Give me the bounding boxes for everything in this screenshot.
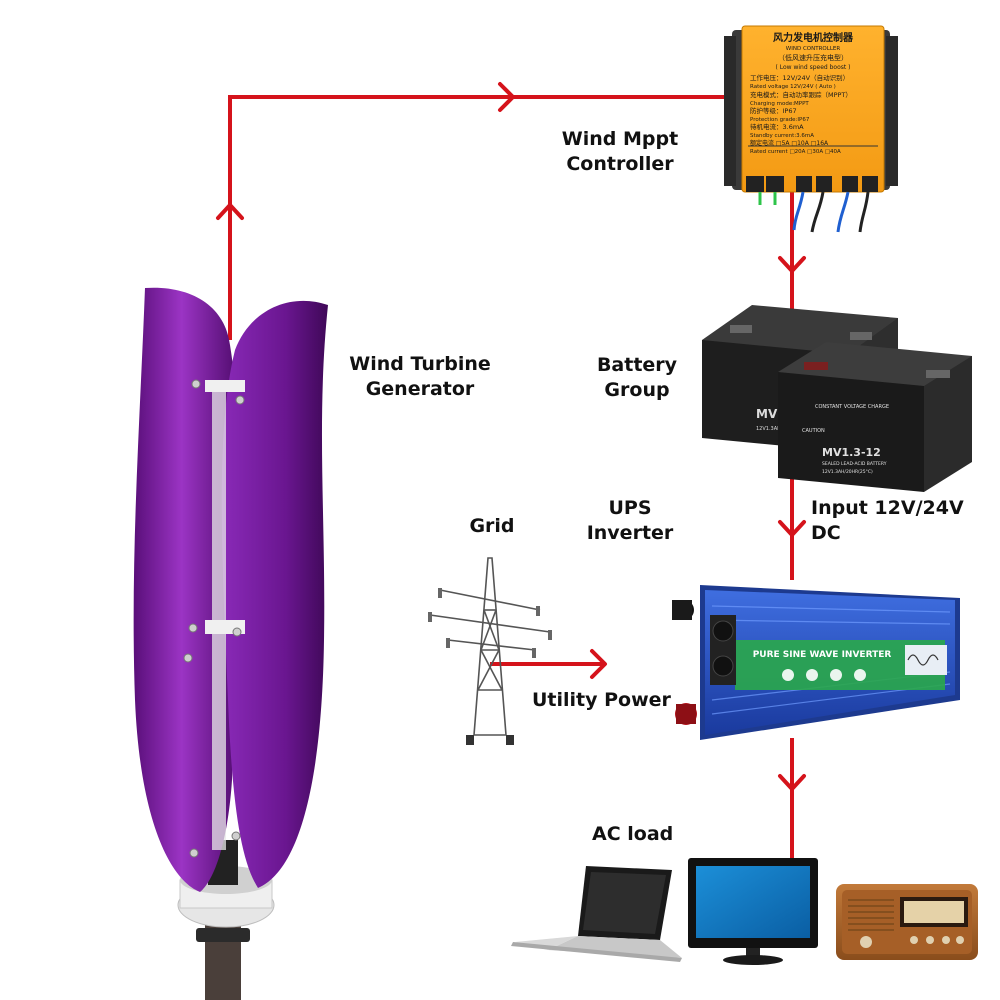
turbine-to-controller-line <box>228 95 745 340</box>
arrow-right-icon <box>590 649 607 679</box>
input-voltage-label: Input 12V/24V DC <box>811 497 964 544</box>
battery-front-text: CONSTANT VOLTAGE CHARGE CAUTION MV1.3-12… <box>802 404 889 475</box>
radio-icon <box>836 884 978 960</box>
controller-spec-1: Rated voltage 12V/24V ( Auto ) <box>750 84 836 90</box>
battery-front-model: MV1.3-12 <box>822 446 881 459</box>
controller-spec-0: 工作电压：12V/24V（自动识别） <box>750 73 849 82</box>
battery-front-rating: 12V1.3AH/20HR(25°C) <box>822 469 873 475</box>
grid-tower-icon <box>429 557 551 736</box>
arrowheads <box>216 82 806 791</box>
controller-panel-text: 风力发电机控制器 WIND CONTROLLER （低风速升压充电型） ( Lo… <box>750 31 854 155</box>
ups-inverter-label: UPS Inverter <box>586 497 674 544</box>
controller-subtitle-en: ( Low wind speed boost ) <box>776 64 851 71</box>
ac-load-label: AC load <box>592 823 674 845</box>
controller-spec-6: 待机电流：3.6mA <box>750 122 804 131</box>
grid-insulators <box>428 588 552 745</box>
arrow-down-icon <box>778 520 806 537</box>
controller-spec-7: Standby current:3.6mA <box>750 133 814 139</box>
inverter-label: PURE SINE WAVE INVERTER <box>753 650 892 660</box>
controller-label: Wind Mppt Controller <box>561 128 679 175</box>
controller-spec-4: 防护等级：IP67 <box>750 106 797 115</box>
connection-lines <box>228 95 794 858</box>
battery-front-caution: CAUTION <box>802 428 825 434</box>
battery-front-icon <box>778 342 972 492</box>
wind-turbine-icon <box>133 287 328 1000</box>
controller-title-en: WIND CONTROLLER <box>786 46 841 52</box>
controller-spec-5: Protection grade:IP67 <box>750 117 810 123</box>
controller-subtitle-cn: （低风速升压充电型） <box>778 53 848 62</box>
arrow-down-icon <box>778 256 806 273</box>
battery-front-sealed: SEALED LEAD-ACID BATTERY <box>822 461 887 467</box>
inverter-icon <box>672 585 960 740</box>
monitor-icon <box>688 858 818 965</box>
controller-title-cn: 风力发电机控制器 <box>773 31 854 44</box>
arrow-down-icon <box>778 774 806 791</box>
battery-front-brand: CONSTANT VOLTAGE CHARGE <box>815 404 889 410</box>
arrow-right-icon <box>498 82 515 112</box>
controller-spec-2: 充电模式：自动功率跟踪（MPPT） <box>750 90 852 99</box>
controller-spec-9: Rated current □20A □30A □40A <box>750 149 841 155</box>
battery-back-rating: 12V1.3AH <box>756 426 781 432</box>
controller-spec-8: 额定电流 □5A □10A □16A <box>750 139 829 147</box>
controller-spec-3: Charging mode:MPPT <box>750 101 809 107</box>
grid-label: Grid <box>469 515 515 537</box>
laptop-icon <box>511 866 682 962</box>
turbine-label: Wind Turbine Generator <box>349 353 491 400</box>
battery-label: Battery Group <box>596 354 678 401</box>
controller-icon <box>724 25 898 233</box>
utility-power-label: Utility Power <box>532 689 671 711</box>
arrow-up-icon <box>216 203 244 220</box>
